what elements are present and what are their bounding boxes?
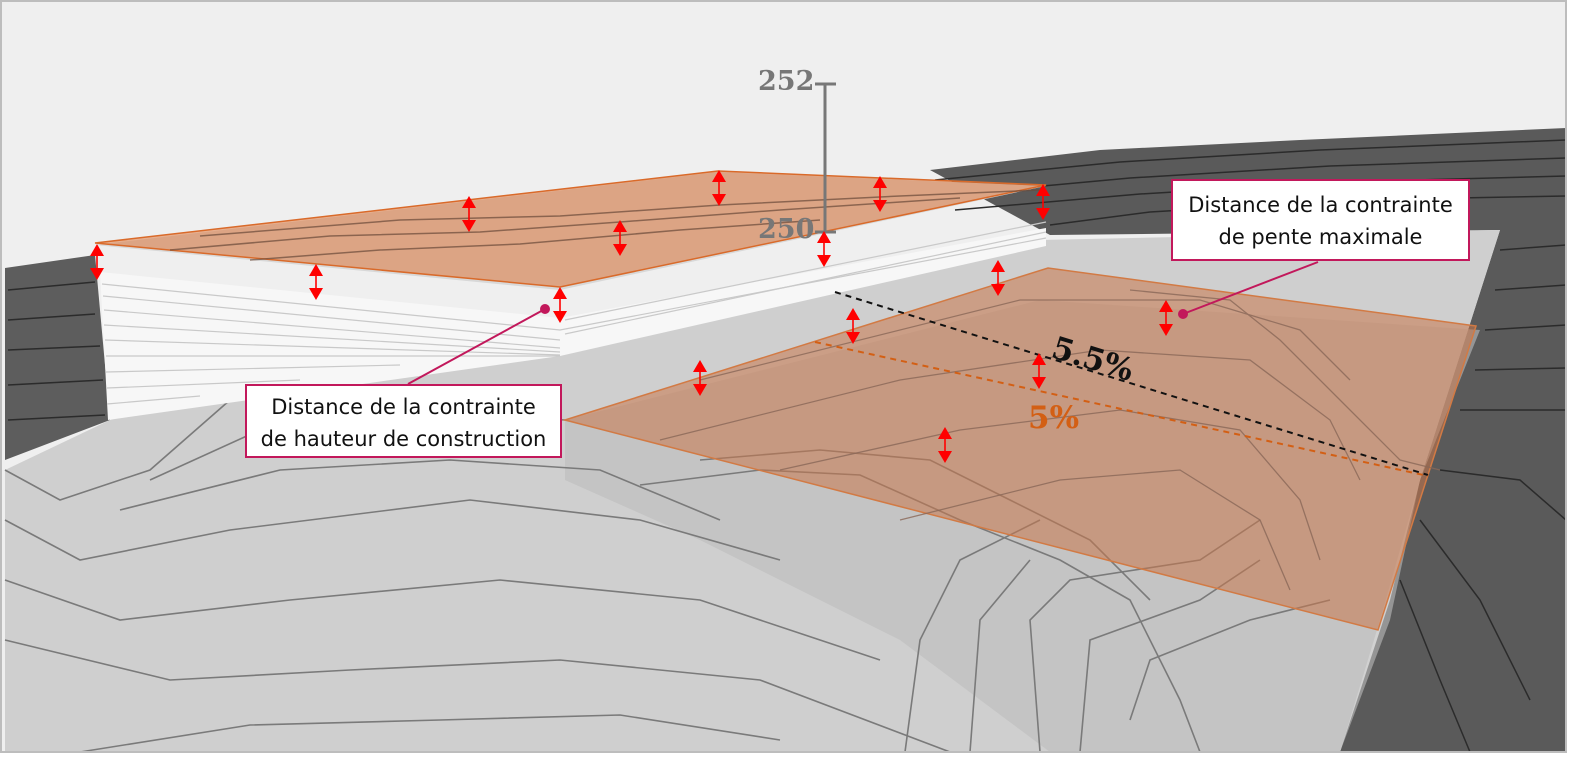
- callout-leaders: [407, 261, 1319, 385]
- slope-constraint-callout: Distance de la contrainte de pente maxim…: [1171, 179, 1470, 261]
- height-constraint-callout: Distance de la contrainte de hauteur de …: [245, 384, 562, 458]
- dark-terrain-left: [5, 255, 110, 460]
- elevation-top-label: 252: [758, 66, 815, 97]
- frame-shadow-right: [1567, 0, 1584, 761]
- plane-contours: [659, 289, 1441, 591]
- callout-line: Distance de la contrainte: [271, 395, 536, 419]
- frame-border: [0, 0, 1567, 753]
- slope-constraint-plane: [562, 267, 1477, 631]
- building-side: [100, 228, 1046, 420]
- callout-line: de hauteur de construction: [260, 427, 547, 451]
- design-slope-label: 5%: [1028, 400, 1080, 436]
- callout-line: de pente maximale: [1218, 225, 1423, 249]
- max-slope-line: [834, 291, 1429, 476]
- height-plane-contours: [169, 189, 1041, 261]
- frame-shadow-bottom: [0, 753, 1584, 761]
- callout-line: Distance de la contrainte: [1188, 193, 1453, 217]
- elevation-bar: [815, 82, 836, 234]
- building-steps: [101, 221, 1047, 405]
- elevation-bottom-label: 250: [758, 214, 815, 245]
- design-slope-line: [814, 341, 1429, 477]
